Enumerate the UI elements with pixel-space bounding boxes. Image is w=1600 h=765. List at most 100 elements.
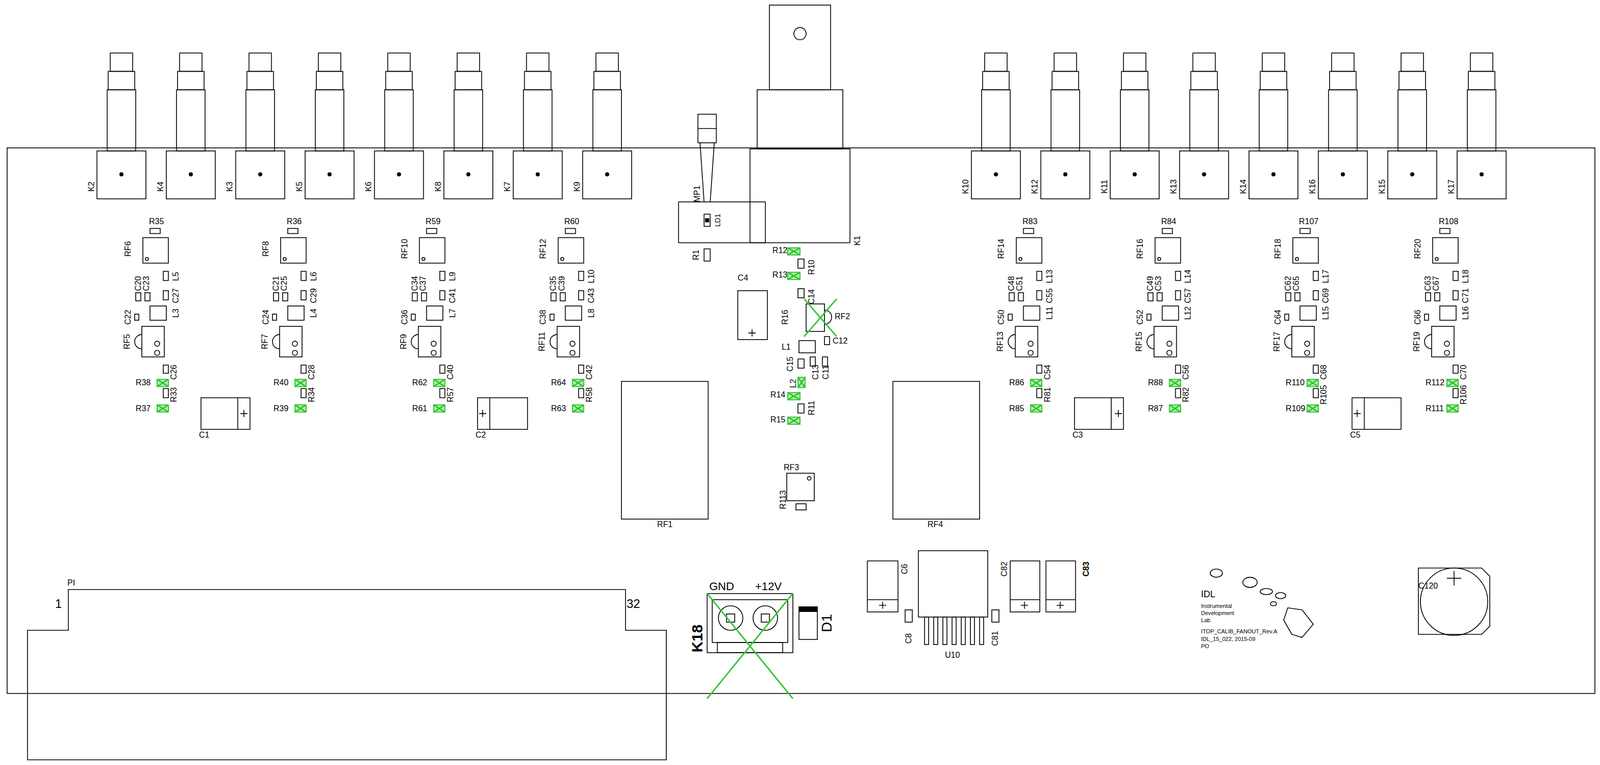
outline [97,151,146,199]
reference-designator: C5 [1349,431,1361,440]
reference-designator: C12 [832,337,848,346]
pin [154,341,160,347]
reference-designator: L9 [449,272,458,282]
outline [1431,326,1455,358]
reference-designator: R14 [770,391,786,400]
reference-designator: RF8 [262,241,271,257]
outline [142,237,169,263]
reference-designator: RF10 [401,239,410,259]
pin [431,350,437,356]
reference-designator: R63 [550,405,566,414]
outline [318,52,341,72]
reference-designator: C20 [134,276,143,291]
board-outline [7,147,1595,694]
sma-connector [1387,52,1437,199]
outline [1313,271,1319,281]
outline [1030,405,1042,413]
reference-designator: R85 [1009,405,1024,414]
reference-designator: K13 [1170,179,1179,195]
outline [1179,151,1229,199]
outline [135,292,141,302]
outline [1023,228,1034,234]
outline [273,292,279,302]
reference-designator: C43 [587,288,597,304]
reference-designator: L17 [1322,269,1331,284]
pin-dot [258,172,263,177]
pin1-dot [1435,257,1439,261]
outline [1036,290,1042,301]
outline [1162,306,1179,321]
reference-designator: R112 [1425,379,1445,388]
reference-designator: R33 [170,387,179,403]
pin1-dot [560,257,565,261]
reference-designator: RF2 [834,313,850,322]
outline [134,314,139,321]
outline [163,365,169,374]
reference-designator: C69 [1322,288,1331,304]
outline [971,151,1021,199]
reference-designator: K15 [1378,179,1387,195]
reference-designator: R34 [308,387,317,403]
reference-designator: K17 [1447,179,1457,195]
outline [150,306,167,321]
outline [1162,228,1173,234]
outline [282,292,288,302]
channel-circuits [134,228,1459,412]
pin [1304,350,1310,356]
outline [1453,365,1459,374]
outline [301,388,307,398]
reference-designator: RF14 [997,239,1006,259]
outline [1284,314,1289,321]
reference-designator: R64 [550,379,566,388]
outline [457,52,480,72]
reference-designator: GND [708,581,734,593]
power-connector [706,594,793,700]
reference-designator: C120 [1418,582,1438,591]
outline [443,151,493,199]
reference-designator: RF12 [539,239,548,259]
removed-mark [1307,405,1319,413]
outline [279,326,303,358]
outline [1153,326,1177,358]
sma-connector [971,52,1021,199]
outline [287,306,305,321]
outline [556,326,580,358]
reference-designator: C55 [1046,288,1055,304]
outline [1432,237,1459,263]
reference-designator: RF20 [1414,239,1423,259]
reference-designator: C11 [822,365,831,380]
sma-connector [1249,52,1298,199]
outline [1299,306,1317,321]
reference-designator: R12 [772,247,788,256]
reference-designator: C63 [1424,276,1433,291]
outline [578,388,584,398]
outline [1154,237,1181,263]
reference-designator: L1 [781,343,791,352]
reference-designator: D1 [819,614,834,633]
reference-designator: K11 [1101,179,1110,194]
rf-channel [411,228,446,412]
reference-designator: L10 [587,269,597,284]
reference-designator: C35 [549,276,558,291]
reference-designator: C51 [1016,276,1025,291]
outline [433,379,446,387]
reference-designator: R110 [1285,379,1305,388]
outline [981,90,1011,152]
removed-mark [1030,379,1042,387]
reference-designator: R61 [412,405,428,414]
reference-designator: RF17 [1273,332,1282,352]
outline [144,292,151,302]
reference-designator: C36 [401,309,410,325]
removed-mark [1446,405,1459,413]
sma-connector [443,52,493,199]
outline [249,52,272,72]
outline [419,237,446,263]
reference-designator: K2 [87,181,97,192]
outline [107,90,136,152]
pin-dot [1410,172,1415,177]
reference-designator: C27 [172,288,181,304]
outline [1192,52,1216,72]
reference-designator: C4 [737,274,749,283]
pin [570,341,576,347]
